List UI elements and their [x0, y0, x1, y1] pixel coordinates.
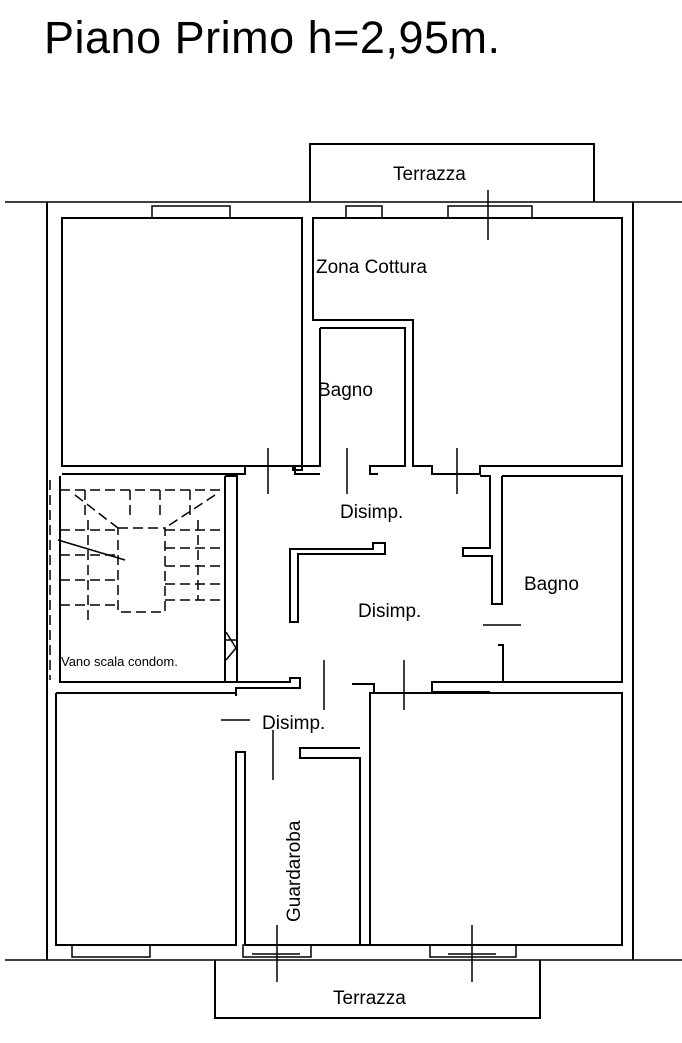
plan-title: Piano Primo h=2,95m.: [44, 12, 501, 63]
label-disimp-3: Disimp.: [262, 713, 325, 734]
central-wall: [289, 542, 386, 623]
room-bottom-left: [55, 677, 301, 946]
wall-stub: [498, 644, 504, 682]
terrace-bottom: [214, 960, 541, 1019]
room-guardaroba: [245, 692, 623, 946]
label-vano-scala: Vano scala condom.: [61, 654, 178, 669]
label-bagno-2: Bagno: [524, 574, 579, 595]
label-guardaroba: Guardaroba: [284, 820, 305, 922]
label-zona-cottura: Zona Cottura: [316, 257, 427, 278]
wall-stub: [352, 683, 375, 693]
staircase-box: [59, 475, 238, 683]
windows: [71, 205, 533, 958]
staircase-arrow: [57, 539, 238, 661]
label-disimp-1: Disimp.: [340, 502, 403, 523]
label-disimp-2: Disimp.: [358, 601, 421, 622]
terrace-top: [309, 143, 595, 202]
room-bathroom-1: [294, 327, 406, 475]
door-lines: [221, 190, 521, 982]
staircase-steps: [49, 480, 225, 680]
room-top-left: [61, 217, 303, 471]
label-terrazza-bottom: Terrazza: [333, 988, 406, 1009]
wall-stub: [62, 466, 246, 475]
room-kitchen: [312, 217, 623, 475]
label-bagno-1: Bagno: [318, 380, 373, 401]
label-terrazza-top: Terrazza: [393, 164, 466, 185]
